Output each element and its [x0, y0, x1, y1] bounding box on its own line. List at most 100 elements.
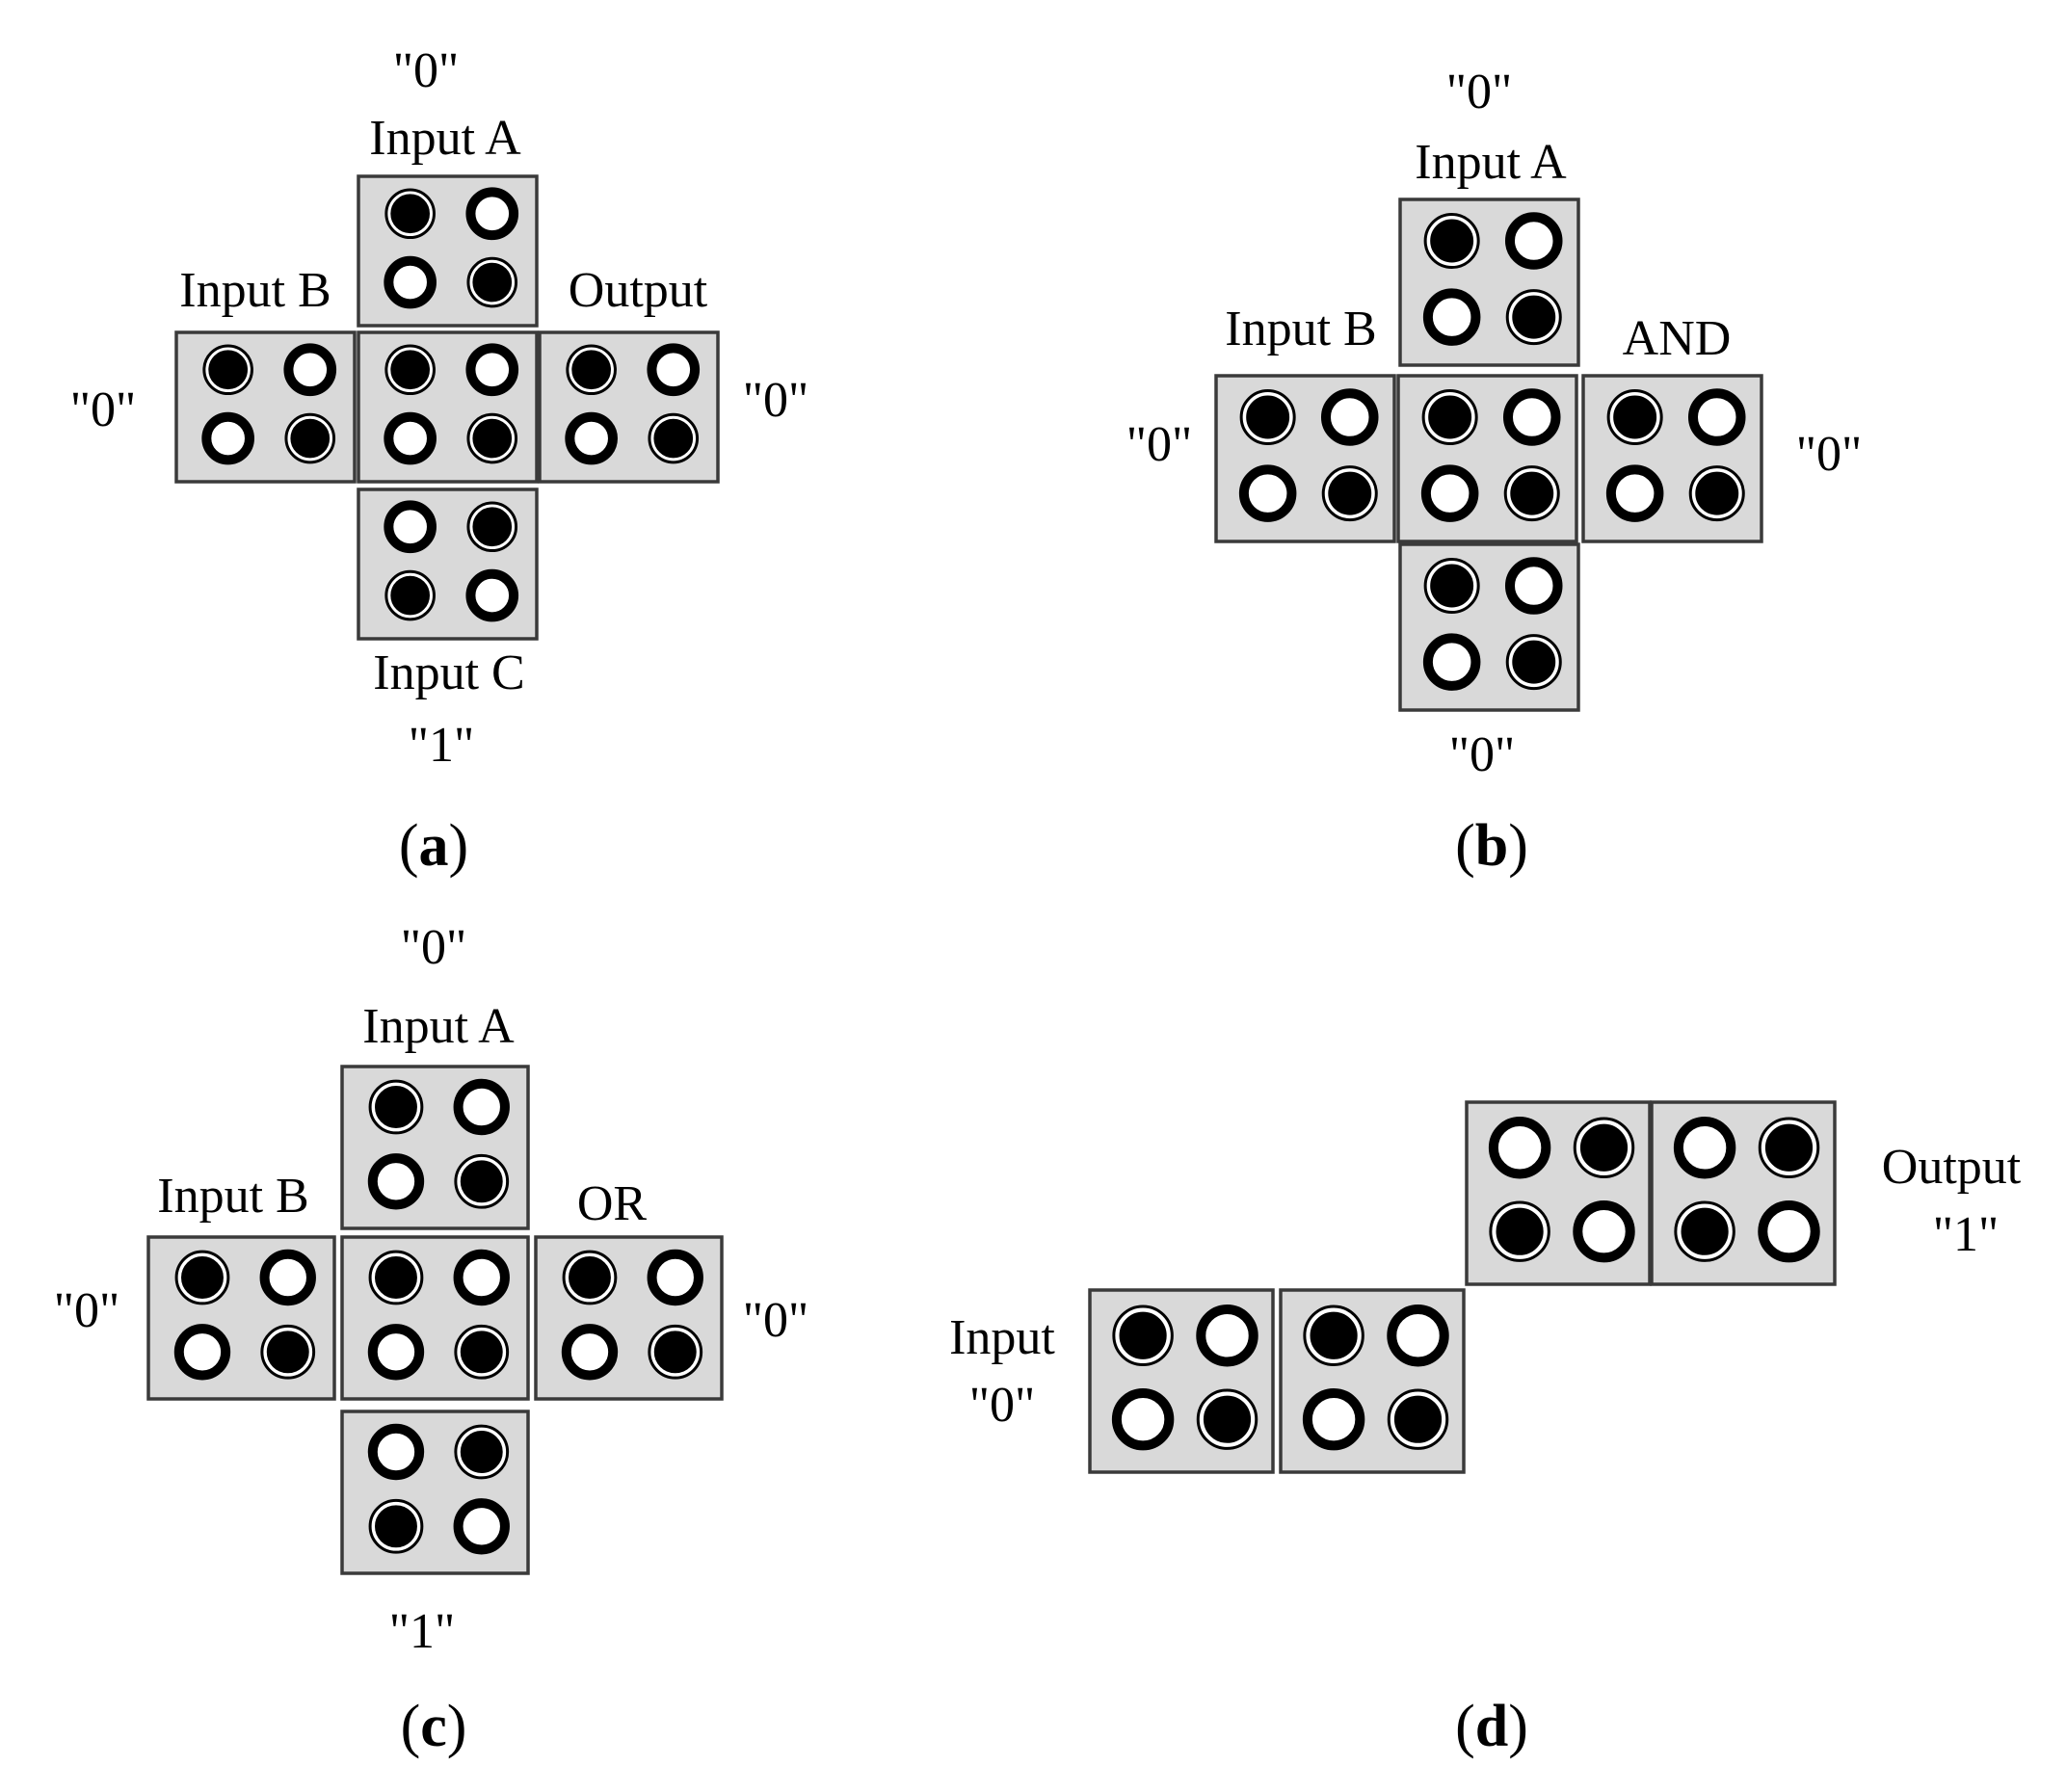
- panel-a-output-label: Output: [569, 263, 708, 318]
- dot-black: [569, 1256, 611, 1299]
- panel-a-cells: [174, 174, 720, 641]
- dot-black: [1512, 295, 1556, 339]
- dot-white: [465, 187, 519, 241]
- dot-black: [1310, 1311, 1358, 1359]
- panel-b-cell-bottom: [1398, 542, 1580, 712]
- panel-d-cell-output-1: [1465, 1100, 1652, 1286]
- panel-c-cell-center: [340, 1235, 530, 1401]
- dot-black: [460, 1160, 503, 1203]
- dot-black: [375, 1505, 417, 1548]
- dot-white: [1673, 1117, 1736, 1179]
- panel-b-input-a-value: "0": [1446, 65, 1512, 119]
- dot-white: [1387, 1304, 1449, 1367]
- dot-white: [465, 568, 519, 622]
- panel-b-output-value: "0": [1796, 427, 1862, 482]
- dot-white: [561, 1324, 619, 1381]
- panel-b-cell-right: [1581, 374, 1763, 543]
- dot-white: [259, 1249, 316, 1306]
- dot-white: [1502, 388, 1561, 446]
- panel-a-input-c-label: Input C: [373, 646, 524, 700]
- dot-black: [460, 1431, 503, 1473]
- dot-white: [453, 1078, 510, 1136]
- dot-black: [1681, 1207, 1729, 1255]
- dot-black: [1430, 219, 1474, 263]
- panel-d-output-value: "1": [1933, 1207, 1999, 1262]
- panel-b-and-label: AND: [1623, 311, 1732, 366]
- panel-a-cell-left: [174, 330, 357, 484]
- dot-black: [472, 418, 513, 459]
- panel-a-output-value: "0": [743, 373, 808, 428]
- dot-white: [1320, 388, 1379, 446]
- panel-a-cell-center: [357, 330, 539, 484]
- panel-c-cells: [146, 1065, 724, 1575]
- dot-black: [653, 418, 694, 459]
- panel-d: Input "0" Output "1" (d): [949, 1100, 2022, 1759]
- dot-black: [1512, 640, 1556, 684]
- dot-black: [653, 1331, 697, 1374]
- panel-b-input-a-label: Input A: [1415, 135, 1567, 190]
- panel-c-cell-left: [146, 1235, 336, 1401]
- dot-white: [367, 1324, 425, 1381]
- dot-black: [1246, 395, 1290, 439]
- dot-white: [173, 1324, 231, 1381]
- dot-black: [1579, 1123, 1629, 1172]
- dot-white: [647, 343, 701, 397]
- dot-black: [1203, 1395, 1252, 1443]
- dot-white: [1422, 633, 1481, 691]
- dot-black: [460, 1331, 503, 1374]
- dot-white: [1687, 388, 1746, 446]
- panel-a-input-a-value: "0": [393, 43, 459, 98]
- panel-b-cell-left: [1214, 374, 1396, 543]
- dot-black: [1393, 1395, 1443, 1443]
- dot-white: [565, 411, 618, 465]
- dot-white: [465, 343, 519, 397]
- panel-a-input-a-label: Input A: [369, 111, 521, 166]
- panel-b-cell-center: [1396, 374, 1578, 543]
- panel-d-input-label: Input: [949, 1310, 1055, 1365]
- panel-a-caption: (a): [399, 813, 468, 879]
- panel-d-cells: [1088, 1100, 1837, 1474]
- dot-white: [1605, 464, 1664, 522]
- panel-b-bottom-value: "0": [1449, 727, 1515, 782]
- panel-d-input-value: "0": [969, 1378, 1035, 1433]
- dot-black: [472, 262, 513, 303]
- dot-black: [1695, 471, 1739, 515]
- panel-c-cell-bottom: [340, 1410, 530, 1575]
- panel-d-output-label: Output: [1882, 1140, 2022, 1195]
- dot-black: [1328, 471, 1372, 515]
- dot-white: [1196, 1304, 1258, 1367]
- panel-a-caption-letter: a: [419, 813, 449, 879]
- panel-a-input-c-value: "1": [409, 718, 474, 773]
- dot-black: [571, 350, 611, 390]
- panel-d-cell-input-1: [1088, 1288, 1275, 1474]
- dot-white: [283, 343, 337, 397]
- dot-black: [1119, 1311, 1167, 1359]
- dot-white: [647, 1249, 703, 1306]
- dot-black: [181, 1256, 224, 1299]
- dot-black: [375, 1256, 417, 1299]
- panel-b-cell-top: [1398, 198, 1580, 367]
- panel-c-input-b-label: Input B: [157, 1169, 308, 1224]
- panel-c-cell-right: [534, 1235, 724, 1401]
- panel-b-input-b-label: Input B: [1225, 302, 1376, 356]
- dot-black: [1510, 471, 1554, 515]
- dot-white: [201, 411, 254, 465]
- dot-white: [384, 255, 437, 309]
- dot-white: [1758, 1199, 1820, 1263]
- panel-c: "0" Input A Input B "0" OR "0" "1" (c): [54, 920, 808, 1759]
- dot-black: [390, 350, 430, 390]
- dot-white: [367, 1153, 425, 1210]
- dot-black: [1496, 1207, 1544, 1255]
- panel-a-cell-bottom: [357, 488, 539, 641]
- panel-c-or-label: OR: [577, 1176, 648, 1231]
- panel-c-bottom-value: "1": [389, 1604, 455, 1659]
- dot-white: [384, 500, 437, 554]
- panel-c-caption: (c): [401, 1694, 467, 1759]
- panel-c-input-a-label: Input A: [362, 999, 515, 1054]
- dot-black: [266, 1331, 309, 1374]
- dot-black: [390, 194, 430, 234]
- panel-b-caption: (b): [1455, 813, 1528, 879]
- dot-white: [384, 411, 437, 465]
- panel-a-input-b-value: "0": [70, 382, 136, 437]
